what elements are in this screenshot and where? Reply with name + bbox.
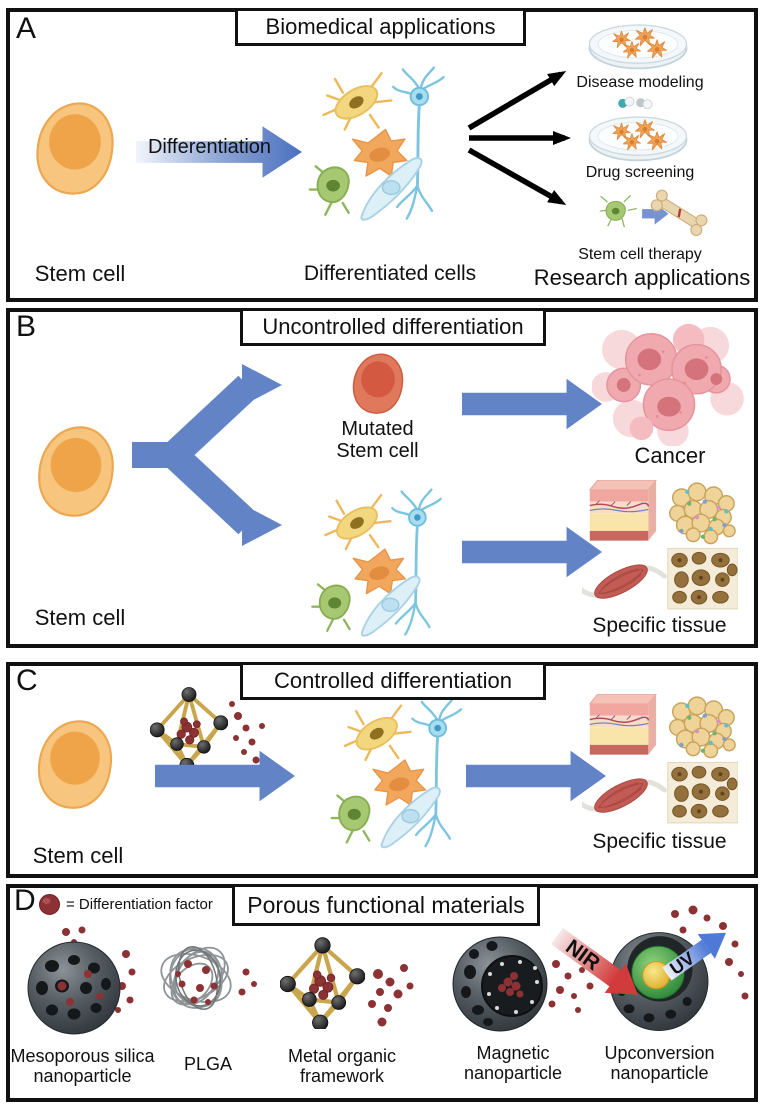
panel-b: B Uncontrolled differentiation Stem cell… bbox=[6, 308, 758, 648]
panel-b-title-box: Uncontrolled differentiation bbox=[240, 308, 546, 346]
panel-d-title: Porous functional materials bbox=[247, 891, 525, 918]
upconversion-label-line2: nanoparticle bbox=[610, 1063, 709, 1084]
specific-tissue-illustration-c bbox=[582, 694, 738, 826]
differentiated-cells-label: Differentiated cells bbox=[303, 262, 477, 285]
specific-tissue-illustration-b bbox=[582, 480, 738, 612]
upconversion-label-line1: Upconversion bbox=[604, 1043, 715, 1063]
mof-with-factors-icon bbox=[150, 686, 265, 771]
panel-c: C Controlled differentiation Stem cell S… bbox=[6, 662, 758, 878]
differentiation-factor-legend-icon bbox=[39, 894, 60, 915]
differentiated-cells-illustration-a bbox=[308, 65, 446, 222]
arrow-to-cells-icon-c bbox=[155, 750, 295, 802]
arrow-to-cancer-icon bbox=[462, 378, 602, 430]
mesoporous-silica-label-line1: Mesoporous silica bbox=[10, 1046, 155, 1066]
plga-icon bbox=[153, 937, 258, 1017]
stem-cell-label-c: Stem cell bbox=[32, 843, 124, 868]
arrow-to-tissue-icon-b bbox=[462, 526, 602, 578]
mesoporous-silica-label: Mesoporous silica nanoparticle bbox=[10, 1046, 155, 1086]
panel-a: A Biomedical applications Stem cell Diff… bbox=[6, 8, 758, 302]
disease-modeling-label: Disease modeling bbox=[576, 74, 704, 91]
mesoporous-silica-label-line2: nanoparticle bbox=[33, 1066, 132, 1087]
magnetic-nanoparticle-label: Magnetic nanoparticle bbox=[448, 1043, 578, 1083]
pills-icon bbox=[616, 95, 654, 111]
magnetic-label-line1: Magnetic bbox=[476, 1043, 550, 1063]
upconversion-nanoparticle-label: Upconversion nanoparticle bbox=[572, 1043, 747, 1083]
mutated-stem-cell-label: Mutated Stem cell bbox=[305, 418, 450, 463]
differentiated-cells-illustration-b bbox=[310, 488, 443, 638]
petri-dish-drug-icon bbox=[586, 110, 690, 164]
metal-organic-framework-label: Metal organic framework bbox=[272, 1046, 412, 1086]
differentiation-arrow-label: Differentiation bbox=[147, 136, 272, 158]
stem-cell-label-b: Stem cell bbox=[34, 605, 126, 630]
panel-b-title: Uncontrolled differentiation bbox=[262, 314, 524, 339]
panel-a-letter: A bbox=[16, 12, 37, 45]
mutated-stem-cell-illustration bbox=[352, 353, 404, 415]
plga-label: PLGA bbox=[158, 1054, 258, 1074]
panel-d-letter: D bbox=[14, 884, 36, 917]
stem-cell-illustration-a bbox=[36, 102, 114, 195]
panel-c-title: Controlled differentiation bbox=[273, 668, 513, 693]
metal-organic-framework-icon bbox=[280, 934, 414, 1032]
fork-arrow-icon bbox=[132, 344, 317, 564]
panel-d-title-box: Porous functional materials bbox=[232, 884, 540, 926]
scattered-factors bbox=[671, 905, 749, 1000]
stem-cell-illustration-c bbox=[37, 720, 113, 809]
stem-cell-therapy-icon bbox=[598, 186, 711, 239]
panel-c-title-box: Controlled differentiation bbox=[240, 662, 546, 700]
specific-tissue-label-b: Specific tissue bbox=[592, 614, 727, 637]
specific-tissue-label-c: Specific tissue bbox=[592, 830, 727, 853]
stem-cell-illustration-b bbox=[38, 426, 114, 517]
fan-arrows-icon bbox=[467, 70, 571, 205]
magnetic-label-line2: nanoparticle bbox=[463, 1063, 563, 1084]
mesoporous-silica-icon bbox=[27, 926, 136, 1035]
mutated-label-line1: Mutated bbox=[341, 418, 414, 440]
research-applications-label: Research applications bbox=[533, 265, 751, 290]
mof-label-line1: Metal organic bbox=[287, 1046, 397, 1066]
differentiated-cells-illustration-c bbox=[330, 698, 463, 849]
panel-c-letter: C bbox=[16, 664, 38, 697]
cancer-label: Cancer bbox=[634, 443, 706, 468]
plga-label-line1: PLGA bbox=[183, 1054, 233, 1074]
drug-screening-label: Drug screening bbox=[585, 164, 695, 181]
mof-label-line2: framework bbox=[299, 1066, 384, 1087]
panel-a-title: Biomedical applications bbox=[265, 14, 496, 39]
panel-b-letter: B bbox=[16, 310, 37, 343]
panel-d: D = Differentiation factor Porous functi… bbox=[6, 884, 758, 1102]
panel-a-title-box: Biomedical applications bbox=[235, 8, 526, 46]
mutated-label-line2: Stem cell bbox=[336, 440, 419, 463]
upconversion-nanoparticle-icon: UV NIR bbox=[551, 905, 749, 1032]
differentiation-factor-legend-label: = Differentiation factor bbox=[66, 896, 213, 913]
stem-cell-label-a: Stem cell bbox=[34, 261, 126, 286]
stem-cell-therapy-label: Stem cell therapy bbox=[578, 246, 702, 263]
cancer-illustration bbox=[592, 323, 744, 446]
petri-dish-disease-icon bbox=[586, 18, 690, 72]
